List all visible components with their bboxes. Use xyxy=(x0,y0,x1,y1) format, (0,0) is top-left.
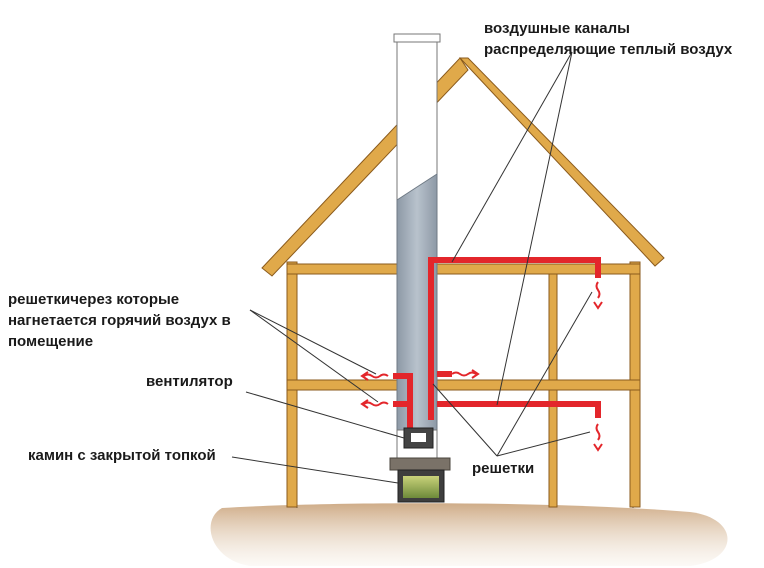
floor-beams xyxy=(286,263,641,391)
label-air-ducts-line1: воздушные каналы xyxy=(484,20,630,37)
label-grilles-inlet-line1: решеткичерез которые xyxy=(8,291,180,308)
fan-icon xyxy=(403,427,434,449)
fireplace-icon xyxy=(389,457,451,503)
label-air-ducts: воздушные каналы распределяющие теплый в… xyxy=(484,18,732,60)
warm-air-arrows xyxy=(360,281,603,452)
leader-lines xyxy=(231,51,593,484)
ground xyxy=(210,503,728,566)
air-ducts xyxy=(393,257,601,428)
label-fan: вентилятор xyxy=(146,373,233,390)
label-grilles-inlet: решеткичерез которые нагнетается горячий… xyxy=(8,289,231,352)
label-air-ducts-line2: распределяющие теплый воздух xyxy=(484,41,733,58)
label-grilles-inlet-line3: помещение xyxy=(8,333,94,350)
label-grilles-inlet-line2: нагнетается горячий воздух в xyxy=(8,312,231,329)
chimney-upper xyxy=(393,33,441,201)
label-fireplace: камин с закрытой топкой xyxy=(28,447,216,464)
label-grilles: решетки xyxy=(472,460,535,477)
